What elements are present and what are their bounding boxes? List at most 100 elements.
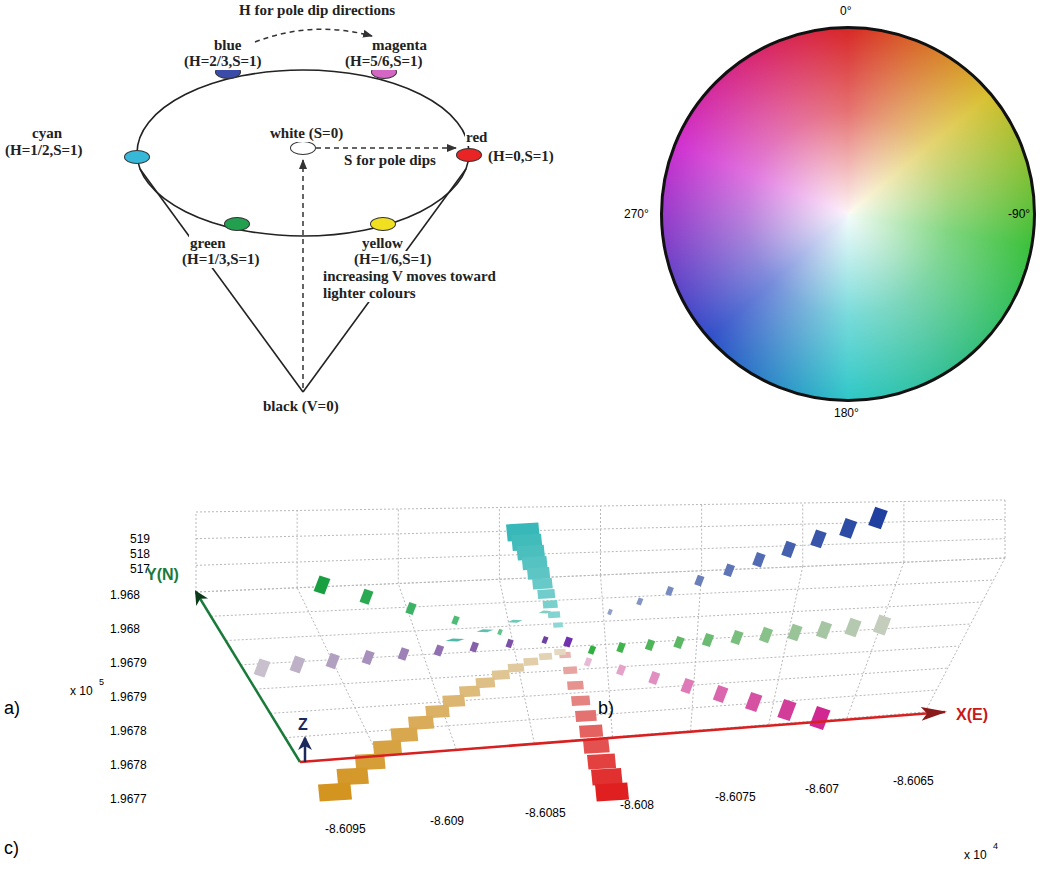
x-tick: -8.6095 xyxy=(325,822,366,836)
pole-plane xyxy=(523,658,538,666)
pole-plane xyxy=(648,671,660,685)
grid-line xyxy=(600,506,601,575)
pole-plane xyxy=(554,649,566,656)
pole-plane xyxy=(542,636,549,644)
pole-plane xyxy=(645,639,655,651)
colour-name: green xyxy=(189,235,227,252)
grid-line xyxy=(691,571,702,731)
colour-name: blue xyxy=(213,37,243,54)
dashed-arrow xyxy=(316,147,456,149)
pole-plane xyxy=(844,618,861,638)
colour-dot: cyan(H=1/2,S=1) xyxy=(124,150,150,164)
grid-line xyxy=(802,503,803,567)
pole-plane xyxy=(508,620,523,623)
y-tick: 1.968 xyxy=(110,622,140,636)
colour-dot: blue(H=2/3,S=1) xyxy=(215,65,241,79)
grid-line xyxy=(398,509,399,584)
pole-plane xyxy=(497,629,503,635)
hsv-value: (H=1/6,S=1) xyxy=(353,251,433,268)
pole-plane xyxy=(583,739,610,754)
plot-grid xyxy=(196,500,1005,762)
pole-plane xyxy=(681,678,695,694)
pole-plane xyxy=(616,642,625,653)
colour-dot: red(H=0,S=1) xyxy=(456,148,482,162)
colour-dot: green(H=1/3,S=1) xyxy=(224,217,250,231)
grid-line xyxy=(226,602,982,641)
x-tick: -8.6065 xyxy=(893,774,934,788)
pole-plane xyxy=(539,653,553,661)
pole-plane xyxy=(543,600,558,608)
pole-plane xyxy=(318,783,352,802)
pole-plane xyxy=(532,578,553,589)
pole-plane xyxy=(588,645,596,655)
x-tick: -8.6075 xyxy=(715,790,756,804)
pole-plane xyxy=(290,656,306,674)
grid-line xyxy=(285,690,936,738)
pole-plane xyxy=(665,586,674,596)
x-tick: -8.6085 xyxy=(525,806,566,820)
y-tick: 1.9678 xyxy=(110,724,147,738)
pole-plane xyxy=(673,636,684,649)
pole-plane xyxy=(587,754,616,770)
angle-label: 180° xyxy=(834,406,859,420)
pole-plane xyxy=(314,575,331,594)
axis-scale: x 10 xyxy=(964,848,987,862)
grid-line xyxy=(196,519,1005,538)
grid-line xyxy=(255,646,959,689)
pole-plane xyxy=(694,575,704,587)
y-tick: 1.9678 xyxy=(110,758,147,772)
pole-plane xyxy=(584,657,592,667)
grid-line xyxy=(398,584,456,750)
pole-plane xyxy=(326,653,340,669)
pole-plane xyxy=(616,664,626,676)
z-axis xyxy=(304,738,307,762)
hue-caption: H for pole dip directions xyxy=(238,2,396,19)
x-tick: -8.609 xyxy=(430,814,464,828)
colour-name: cyan xyxy=(31,125,63,142)
pole-plane xyxy=(445,639,464,642)
pole-plane xyxy=(816,621,832,640)
pole-plane xyxy=(752,552,765,567)
grid-line xyxy=(1005,500,1006,558)
pole-plane xyxy=(477,629,494,632)
value-caption: increasing V moves toward lighter colour… xyxy=(322,268,509,302)
colour-wheel xyxy=(660,26,1036,402)
pole-plane xyxy=(777,699,796,721)
panel-letter: a) xyxy=(4,698,20,719)
colour-name: white (S=0) xyxy=(269,125,344,142)
grid-line xyxy=(196,592,300,762)
axis-exponent: 5 xyxy=(99,677,104,687)
x-tick: -8.608 xyxy=(620,798,654,812)
pole-plane xyxy=(362,650,375,665)
pole-plane xyxy=(579,724,603,737)
grid-line xyxy=(499,508,500,580)
angle-label: 270° xyxy=(624,207,649,221)
x-tick: -8.607 xyxy=(805,782,839,796)
pole-plane xyxy=(607,609,613,615)
pole-plane xyxy=(360,589,374,605)
pole-plane xyxy=(492,670,510,680)
pole-plane xyxy=(548,611,561,618)
pole-plane xyxy=(434,644,445,656)
pole-plane xyxy=(636,598,643,606)
axis-exponent: 4 xyxy=(993,841,998,851)
pole-plane xyxy=(873,615,891,636)
grid-line xyxy=(196,539,1005,566)
pole-plane xyxy=(405,602,416,615)
panel-letter: b) xyxy=(598,698,614,719)
hsv-value: (H=5/6,S=1) xyxy=(344,53,424,70)
grid-line xyxy=(701,505,702,571)
grid-line xyxy=(297,511,298,588)
pole-plane xyxy=(553,622,563,628)
hue-arrow xyxy=(255,29,372,42)
axis-scale: x 10 xyxy=(70,684,93,698)
pole-plane xyxy=(868,507,888,529)
y-tick: 1.9679 xyxy=(110,656,147,670)
edge-label: S for pole dips xyxy=(342,152,438,169)
hsv-cone xyxy=(137,70,469,392)
value-arrow xyxy=(302,160,304,388)
angle-label: -90° xyxy=(1008,207,1030,221)
pole-plane xyxy=(254,658,271,677)
pole-plane xyxy=(781,541,796,558)
